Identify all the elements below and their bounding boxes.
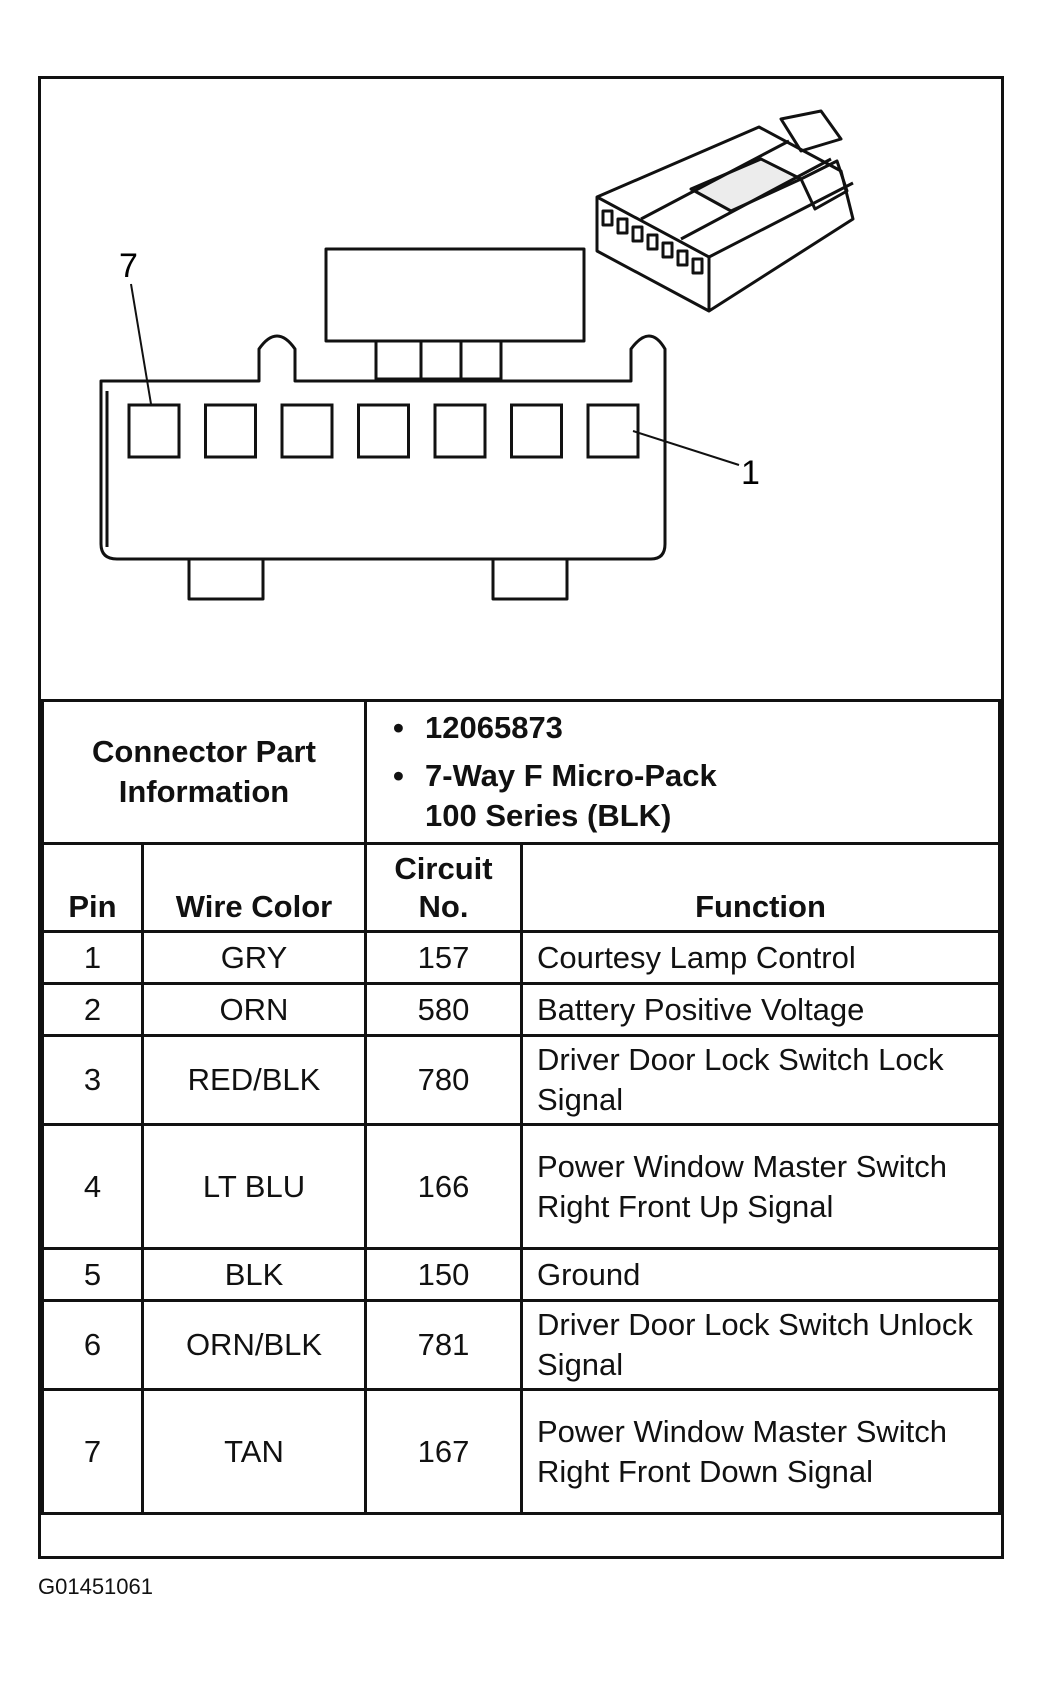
pin-cavity-1 <box>586 403 640 459</box>
wire-color-cell: LT BLU <box>141 1123 367 1250</box>
iso-slot <box>661 241 674 259</box>
pin-cell: 6 <box>41 1299 144 1391</box>
pin-7-leader <box>130 283 152 405</box>
pin-cavity-3 <box>433 403 487 459</box>
connector-foot-right <box>491 557 569 601</box>
wire-color-cell: BLK <box>141 1247 367 1302</box>
pin-1-leader <box>632 430 740 466</box>
wire-color-cell: ORN/BLK <box>141 1299 367 1391</box>
pin-cell: 3 <box>41 1034 144 1126</box>
connector-sheet: 7 1 Connector Part Information •120658 <box>38 76 1004 1559</box>
header-circuit-no: Circuit No. <box>364 842 523 933</box>
iso-slot <box>676 249 689 267</box>
function-cell: Ground <box>520 1247 1001 1302</box>
connector-foot-left <box>187 557 265 601</box>
header-wire-color: Wire Color <box>141 842 367 933</box>
connector-part-info-label: Connector Part Information <box>41 699 367 845</box>
pin-cell: 1 <box>41 930 144 985</box>
connector-part-info-values: •12065873 •7-Way F Micro-Pack 100 Series… <box>364 699 1001 845</box>
iso-slot <box>616 217 629 235</box>
iso-slot <box>646 233 659 251</box>
connector-face-drawing: 7 1 <box>99 109 855 601</box>
circuit-cell: 781 <box>364 1299 523 1391</box>
circuit-cell: 580 <box>364 982 523 1037</box>
pin-cavity-2 <box>510 403 563 459</box>
connector-body <box>99 334 667 561</box>
pin-cavity-4 <box>357 403 410 459</box>
connector-latch <box>324 247 586 343</box>
circuit-cell: 167 <box>364 1388 523 1515</box>
pin-cell: 7 <box>41 1388 144 1515</box>
function-cell: Power Window Master Switch Right Front U… <box>520 1123 1001 1250</box>
function-cell: Power Window Master Switch Right Front D… <box>520 1388 1001 1515</box>
latch-tab <box>374 341 503 381</box>
wire-color-cell: TAN <box>141 1388 367 1515</box>
pin-cavity-5 <box>280 403 334 459</box>
pin-cell: 2 <box>41 982 144 1037</box>
wire-color-cell: GRY <box>141 930 367 985</box>
function-cell: Driver Door Lock Switch Lock Signal <box>520 1034 1001 1126</box>
wire-color-cell: ORN <box>141 982 367 1037</box>
connector-part-info: Connector Part Information •12065873 •7-… <box>41 699 1001 845</box>
function-cell: Battery Positive Voltage <box>520 982 1001 1037</box>
connector-isometric-icon <box>595 109 855 313</box>
function-cell: Courtesy Lamp Control <box>520 930 1001 985</box>
wire-color-cell: RED/BLK <box>141 1034 367 1126</box>
header-pin: Pin <box>41 842 144 933</box>
header-function: Function <box>520 842 1001 933</box>
pin-cavity-7 <box>127 403 181 459</box>
circuit-cell: 157 <box>364 930 523 985</box>
iso-slot <box>631 225 644 243</box>
iso-slot <box>601 209 614 227</box>
connector-diagram: 7 1 <box>41 79 1001 699</box>
pin-cell: 4 <box>41 1123 144 1250</box>
circuit-cell: 166 <box>364 1123 523 1250</box>
iso-slot <box>691 257 704 275</box>
pin-7-label: 7 <box>119 247 138 285</box>
pin-1-label: 1 <box>741 454 760 492</box>
pin-cell: 5 <box>41 1247 144 1302</box>
circuit-cell: 150 <box>364 1247 523 1302</box>
part-number: •12065873 <box>393 710 563 745</box>
connector-series: 100 Series (BLK) <box>425 798 672 833</box>
connector-type: •7-Way F Micro-Pack <box>393 758 717 793</box>
circuit-cell: 780 <box>364 1034 523 1126</box>
pin-cavity-6 <box>204 403 257 459</box>
figure-id: G01451061 <box>38 1574 153 1599</box>
function-cell: Driver Door Lock Switch Unlock Signal <box>520 1299 1001 1391</box>
